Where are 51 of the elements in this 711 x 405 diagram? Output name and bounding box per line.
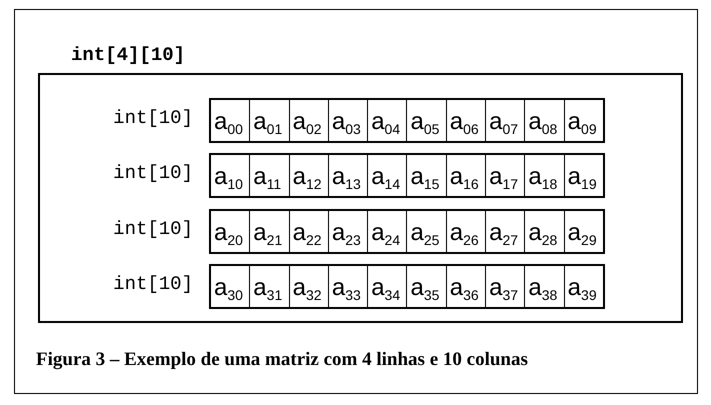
array-cell: a$_{36}$ xyxy=(446,266,486,307)
array-cell: a$_{29}$ xyxy=(564,210,603,252)
array-cell: a$_{08}$ xyxy=(525,100,565,141)
type-label: int[10] xyxy=(113,162,193,184)
array-cell: a$_{07}$ xyxy=(486,100,526,141)
array-cell: a$_{32}$ xyxy=(290,266,329,307)
type-label: int[10] xyxy=(113,272,193,295)
row-box xyxy=(209,264,605,309)
array-cell: a$_{17}$ xyxy=(486,155,526,196)
array-cell: a$_{33}$ xyxy=(328,266,368,307)
array-cell: a$_{27}$ xyxy=(486,210,526,252)
type-heading: int[4][10] xyxy=(71,44,186,66)
array-cell: a$_{35}$ xyxy=(407,266,447,307)
type-label: int[10] xyxy=(113,107,193,129)
array-cell: a$_{00}$ xyxy=(211,100,250,141)
array-cell: a$_{18}$ xyxy=(525,155,565,196)
array-cell: a$_{34}$ xyxy=(368,266,408,307)
array-cell: a$_{28}$ xyxy=(525,210,565,252)
array-cell: a$_{04}$ xyxy=(368,100,408,141)
row-box xyxy=(209,153,605,198)
row-box xyxy=(209,208,605,254)
array-cell: a$_{21}$ xyxy=(250,210,290,252)
array-cell: a$_{13}$ xyxy=(328,155,368,196)
array-cell: a$_{19}$ xyxy=(564,155,603,196)
array-cell: a$_{39}$ xyxy=(564,266,603,307)
array-cell: a$_{06}$ xyxy=(446,100,486,141)
array-cell: a$_{02}$ xyxy=(290,100,329,141)
figure-caption: Figura 3 – Exemplo de uma matriz com 4 linhas e 10 colunas xyxy=(36,349,528,371)
array-cell: a$_{25}$ xyxy=(407,210,447,252)
array-cell: a$_{30}$ xyxy=(211,266,250,307)
row-box xyxy=(209,98,605,143)
array-cell: a$_{09}$ xyxy=(564,100,603,141)
array-cell: a$_{37}$ xyxy=(486,266,526,307)
array-cell: a$_{24}$ xyxy=(368,210,408,252)
array-cell: a$_{22}$ xyxy=(290,210,329,252)
array-cell: a$_{14}$ xyxy=(368,155,408,196)
array-cell: a$_{15}$ xyxy=(407,155,447,196)
array-cell: a$_{11}$ xyxy=(250,155,290,196)
array-cell: a$_{38}$ xyxy=(525,266,565,307)
array-cell: a$_{01}$ xyxy=(250,100,290,141)
array-cell: a$_{03}$ xyxy=(328,100,368,141)
array-cell: a$_{12}$ xyxy=(290,155,329,196)
array-cell: a$_{16}$ xyxy=(446,155,486,196)
array-cell: a$_{23}$ xyxy=(328,210,368,252)
array-cell: a$_{10}$ xyxy=(211,155,250,196)
array-cell: a$_{20}$ xyxy=(211,210,250,252)
array-cell: a$_{05}$ xyxy=(407,100,447,141)
array-cell: a$_{31}$ xyxy=(250,266,290,307)
array-cell: a$_{26}$ xyxy=(446,210,486,252)
array-box xyxy=(38,73,683,323)
type-label: int[10] xyxy=(113,218,193,240)
